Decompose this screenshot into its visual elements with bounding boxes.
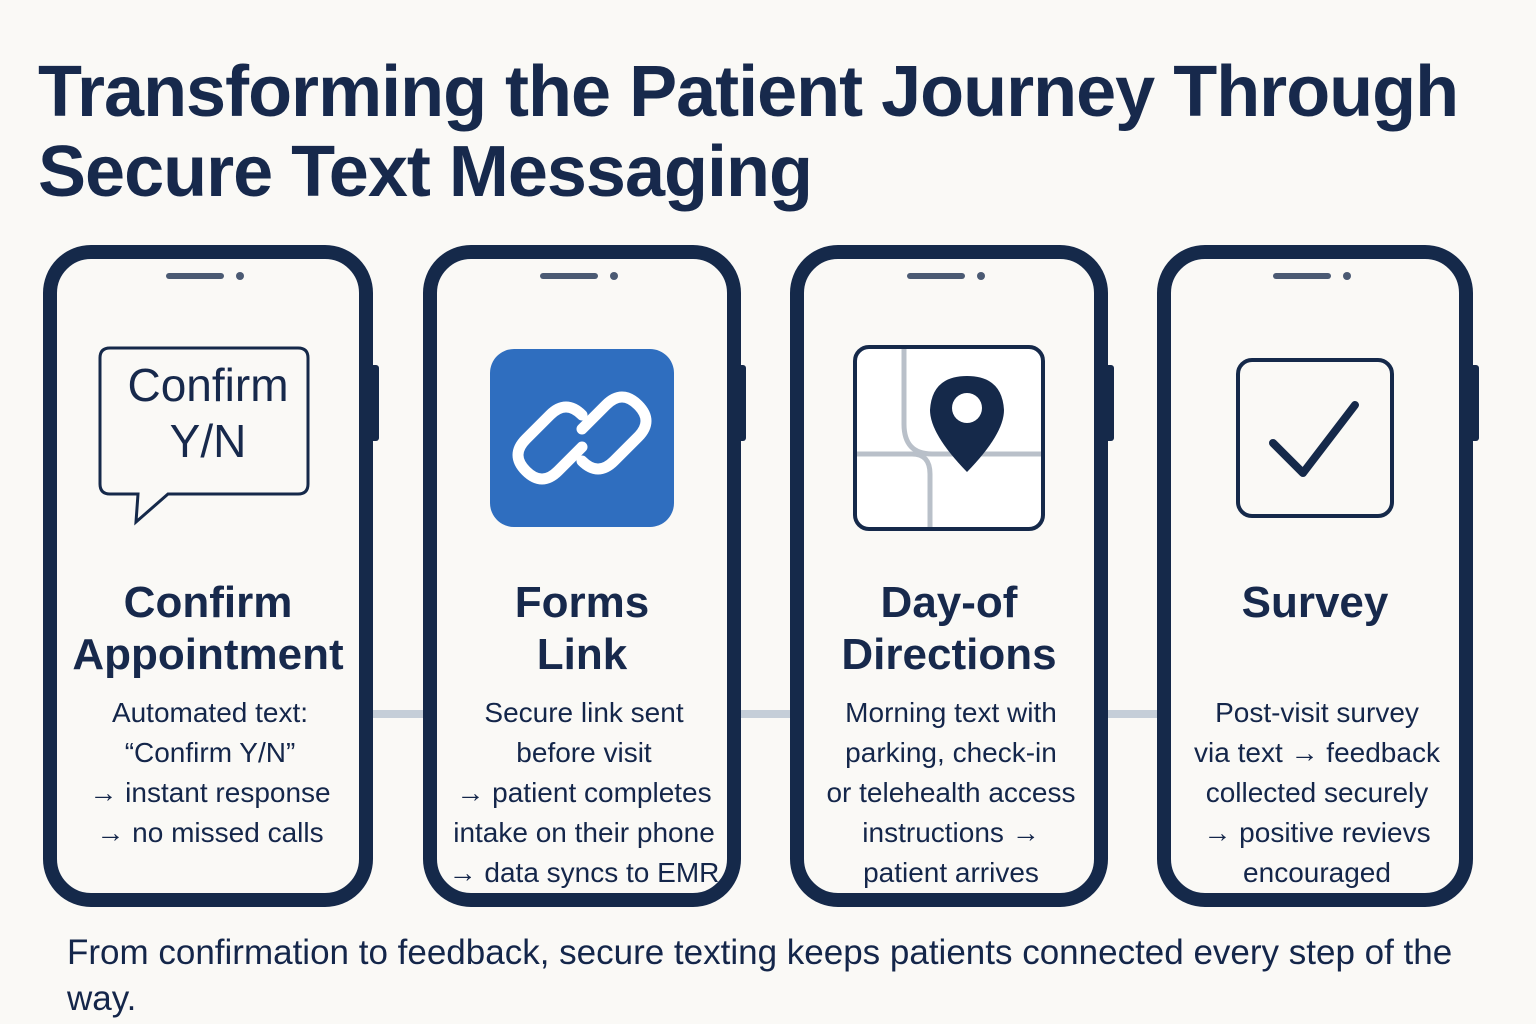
phone-card-day-of-directions: Day-of Directions Morning text with park… [790, 245, 1108, 907]
bubble-text: Confirm Y/N [127, 359, 289, 467]
phone-notch [1273, 272, 1357, 280]
card-title: Survey [1241, 578, 1389, 627]
phone-card-confirm-appointment: Confirm Y/N Confirm Appointment Automate… [43, 245, 373, 907]
card-title: Forms Link [514, 578, 650, 679]
caption: From confirmation to feedback, secure te… [67, 933, 1453, 1018]
card-body: Secure link sent before visit → patient … [448, 697, 720, 888]
speech-bubble-icon [57, 329, 359, 549]
phone-notch [166, 272, 250, 280]
connector-line [737, 710, 797, 718]
card-title: Day-of Directions [841, 578, 1057, 679]
card-body: Post-visit survey via text → feedback co… [1194, 697, 1440, 888]
link-icon [437, 329, 727, 549]
phone-side-button [1108, 365, 1114, 441]
page-title: Transforming the Patient Journey Through… [38, 52, 1459, 212]
checkbox-icon [1171, 329, 1459, 549]
card-body: Automated text: “Confirm Y/N” → instant … [89, 697, 331, 848]
phone-card-survey: Survey Post-visit survey via text → feed… [1157, 245, 1473, 907]
phone-side-button [740, 365, 746, 441]
map-pin-icon [804, 329, 1094, 549]
connector-line [1105, 710, 1165, 718]
phone-card-forms-link: Forms Link Secure link sent before visit… [423, 245, 741, 907]
phone-notch [907, 272, 991, 280]
phone-side-button [373, 365, 379, 441]
connector-line [370, 710, 430, 718]
card-body: Morning text with parking, check-in or t… [826, 697, 1076, 888]
card-title: Confirm Appointment [72, 578, 344, 679]
phone-side-button [1473, 365, 1479, 441]
phone-notch [540, 272, 624, 280]
